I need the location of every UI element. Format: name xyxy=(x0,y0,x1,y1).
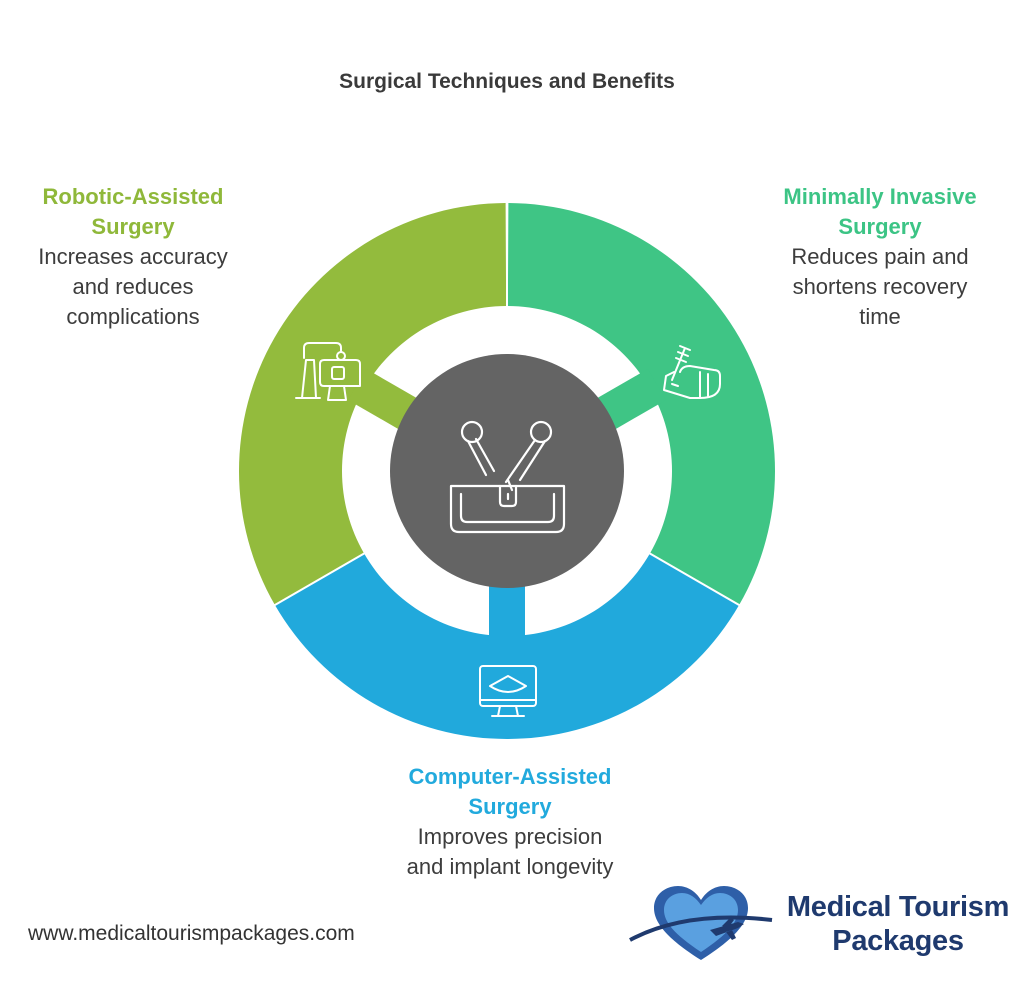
heart-plane-logo-icon xyxy=(629,886,773,960)
segment-robotic-assisted xyxy=(238,203,507,606)
segment-divider xyxy=(647,551,742,607)
segment-minimally-invasive xyxy=(507,203,775,606)
minimally-invasive-description: Reduces pain and shortens recovery time xyxy=(791,244,969,329)
segment-divider xyxy=(272,551,367,607)
website-url[interactable]: www.medicaltourismpackages.com xyxy=(28,922,355,945)
hand-syringe-icon xyxy=(663,345,721,399)
logo-line-2: Packages xyxy=(832,925,964,957)
connector-robotic-assisted xyxy=(348,368,419,431)
connector-minimally-invasive xyxy=(595,368,666,431)
computer-assisted-description: Improves precision and implant longevity xyxy=(406,824,614,879)
monitor-scan-icon xyxy=(479,665,537,717)
page-title: Surgical Techniques and Benefits xyxy=(339,70,675,93)
minimally-invasive-label: Minimally Invasive Surgery Reduces pain … xyxy=(770,182,990,332)
robotic-assisted-label: Robotic-Assisted Surgery Increases accur… xyxy=(28,182,238,332)
logo-line-1: Medical Tourism xyxy=(786,891,1010,923)
connector-computer-assisted xyxy=(489,584,525,644)
surgical-tools-icon xyxy=(449,420,566,534)
computer-assisted-label: Computer-Assisted Surgery Improves preci… xyxy=(400,762,620,882)
logo-wordmark: Medical Tourism Packages xyxy=(778,890,1018,958)
minimally-invasive-title: Minimally Invasive Surgery xyxy=(783,184,977,239)
segment-computer-assisted xyxy=(274,553,740,739)
robotic-arm-icon xyxy=(295,342,361,401)
robotic-assisted-title: Robotic-Assisted Surgery xyxy=(42,184,224,239)
robotic-assisted-description: Increases accuracy and reduces complicat… xyxy=(38,244,228,329)
computer-assisted-title: Computer-Assisted Surgery xyxy=(408,764,612,819)
center-circle xyxy=(390,354,624,588)
